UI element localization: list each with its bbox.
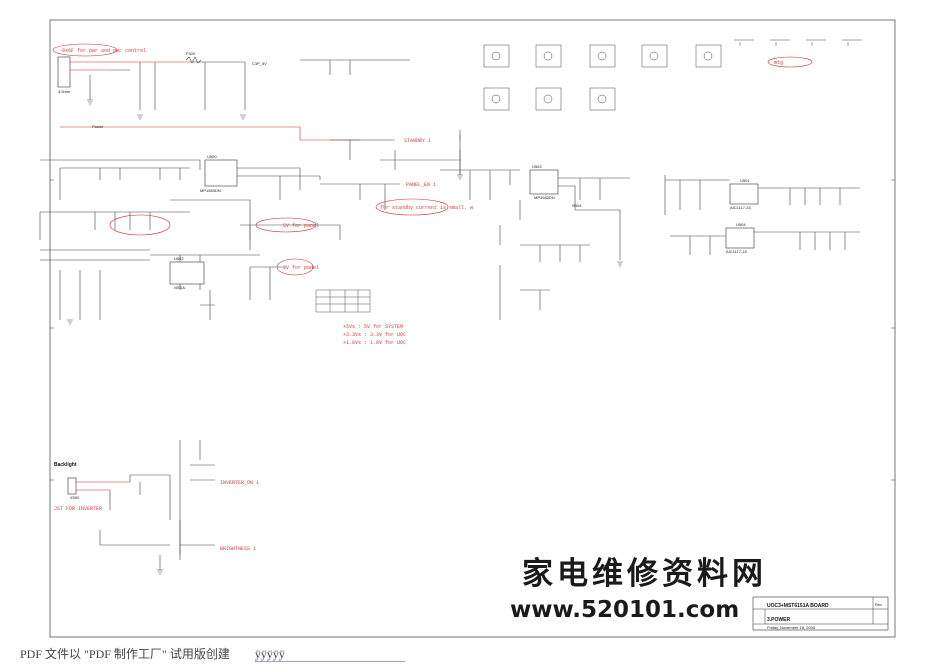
mtg-ellipse bbox=[767, 56, 813, 68]
watermark-chinese: 家电维修资料网 bbox=[522, 556, 767, 592]
rail-note-1: +5Vs : 5V for SYSTEM bbox=[343, 324, 403, 330]
backlight-label: Backlight bbox=[54, 462, 77, 468]
pdf-footer: PDF 文件以 "PDF 制作工厂" 试用版创建 ÿÿÿÿÿ bbox=[20, 645, 405, 662]
title-rev: Rev bbox=[875, 602, 882, 607]
mark-row bbox=[734, 39, 862, 46]
title-date: Friday, November 18, 2005 bbox=[767, 625, 816, 630]
inverter-on-label: INVERTER_ON 1 bbox=[220, 480, 259, 486]
svg-text:X500: X500 bbox=[70, 495, 80, 500]
sheet-border bbox=[49, 19, 896, 638]
backlight-block: Backlight X500 JST FOR INVERTER INVERTER… bbox=[54, 440, 259, 570]
mounting-holes bbox=[483, 44, 722, 111]
svg-text:U504: U504 bbox=[736, 222, 746, 227]
ground-symbols bbox=[67, 99, 623, 575]
title-block: UOC3+MST6151A BOARD 3.POWER Friday, Nove… bbox=[752, 596, 889, 631]
buck-33v: U503 MP1583DN R504 bbox=[440, 164, 630, 320]
standby-block: STANDBY 1 PANEL_EN 1 for standby current… bbox=[320, 130, 473, 216]
p5v-panel-label: 5V for panel bbox=[283, 223, 319, 229]
panel-3v-block: U502 NSSA 3V for panel bbox=[40, 249, 319, 320]
title-sheet-name: 3.POWER bbox=[767, 617, 790, 623]
svg-text:U502: U502 bbox=[174, 256, 184, 261]
svg-text:U500: U500 bbox=[207, 154, 217, 159]
svg-text:NSSA: NSSA bbox=[174, 285, 185, 290]
border-ticks bbox=[50, 179, 895, 481]
buck-5v: U500 MP1583DN 5V for panel bbox=[39, 154, 341, 250]
power-input-block: 0x6F for pwr and pwr control 3.5mm F400 … bbox=[52, 43, 410, 141]
power-note: 0x6F for pwr and pwr control bbox=[62, 48, 146, 54]
svg-text:F400: F400 bbox=[186, 51, 196, 56]
svg-text:C3P_5V: C3P_5V bbox=[252, 61, 267, 66]
rail-note-2: +3.3Vs : 3.3V for UOC bbox=[343, 332, 406, 338]
svg-text:U501: U501 bbox=[740, 178, 750, 183]
mfr1-label: MP1583DN bbox=[200, 188, 221, 193]
panel-en-label: PANEL_EN 1 bbox=[406, 182, 436, 188]
power-header-label: 3.5mm bbox=[58, 89, 71, 94]
title-board: UOC3+MST6151A BOARD bbox=[767, 603, 829, 609]
svg-text:R504: R504 bbox=[572, 203, 582, 208]
mfr2-label: MP1583DN bbox=[534, 195, 555, 200]
watermark: 家电维修资料网 www.520101.com bbox=[510, 556, 767, 623]
ic4-label: AIC1117-18 bbox=[726, 249, 748, 254]
note-stby: for standby current is small. w bbox=[380, 205, 473, 211]
rail-note-3: +1.8Vs : 1.8V for UOC bbox=[343, 340, 406, 346]
pdf-footer-text: PDF 文件以 "PDF 制作工厂" 试用版创建 bbox=[20, 647, 230, 661]
brightness-label: BRIGHTNESS 1 bbox=[220, 546, 256, 552]
watermark-url: www.520101.com bbox=[510, 597, 739, 623]
ldo-block: U501 AIC1117-33 U504 AIC1117-18 bbox=[664, 175, 860, 255]
svg-text:Power: Power bbox=[92, 124, 104, 129]
ic3-label: AIC1117-33 bbox=[730, 205, 752, 210]
standby-label: STANDBY 1 bbox=[404, 138, 431, 144]
svg-text:U503: U503 bbox=[532, 164, 542, 169]
pdf-footer-tail: ÿÿÿÿÿ bbox=[254, 647, 405, 662]
p3v-panel-label: 3V for panel bbox=[283, 265, 319, 271]
mtg-note: mtg bbox=[774, 60, 783, 66]
connector-note: JST FOR INVERTER bbox=[54, 506, 102, 512]
config-table bbox=[315, 289, 371, 313]
